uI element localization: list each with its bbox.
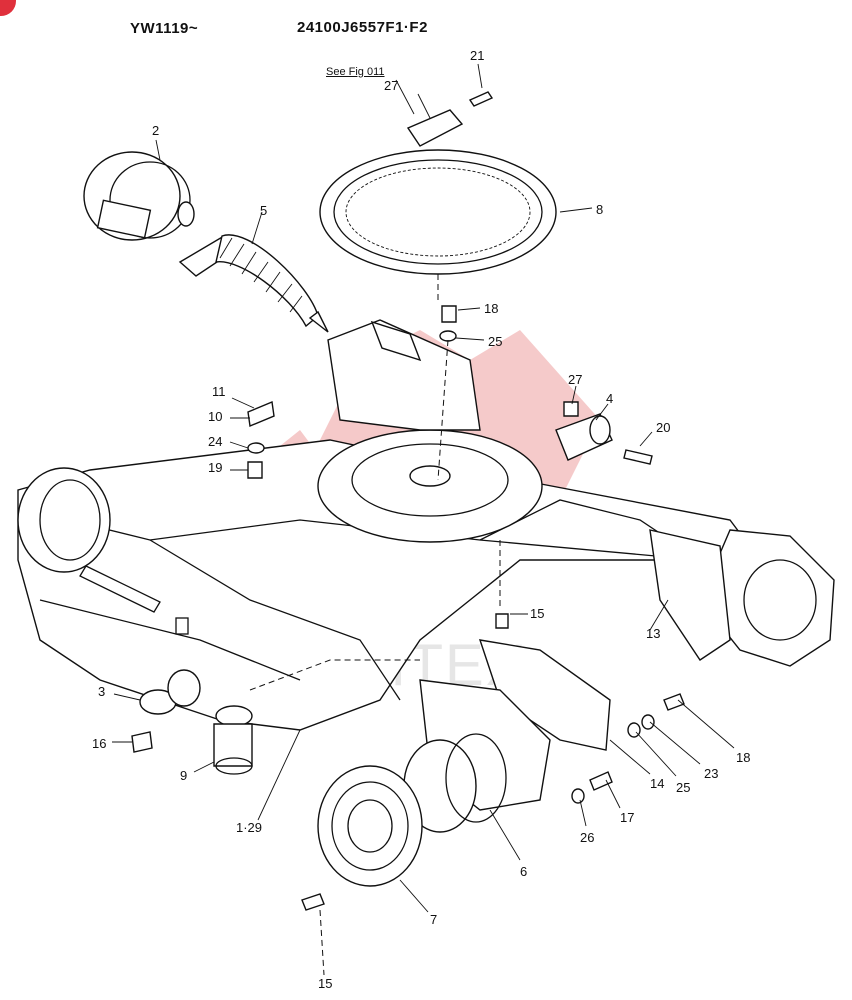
callout-1-29: 1·29 [236, 820, 262, 835]
bolt-21 [468, 91, 494, 107]
motor-guard-13 [649, 529, 731, 661]
callout-21: 21 [470, 48, 484, 63]
clip-10 [247, 401, 275, 427]
front-idler-on-frame [17, 467, 111, 573]
callout-23: 23 [704, 766, 718, 781]
callout-9: 9 [180, 768, 187, 783]
callout-18b: 18 [736, 750, 750, 765]
callout-17: 17 [620, 810, 634, 825]
callout-6: 6 [520, 864, 527, 879]
bolt-18a [441, 305, 457, 323]
cap-plate [406, 109, 464, 147]
callout-8: 8 [596, 202, 603, 217]
callout-4: 4 [606, 391, 613, 406]
callout-24: 24 [208, 434, 222, 449]
callout-20: 20 [656, 420, 670, 435]
callout-3: 3 [98, 684, 105, 699]
callout-labels: 21 27 2 8 5 18 25 27 4 11 10 20 24 19 15… [92, 48, 750, 991]
bolt-18b [663, 693, 685, 711]
upper-guard [327, 319, 481, 431]
bolt-16 [131, 731, 153, 753]
callout-5: 5 [260, 203, 267, 218]
callout-27b: 27 [568, 372, 582, 387]
washer-23 [641, 714, 655, 730]
bolt-15a [495, 613, 509, 629]
sprocket-7 [317, 765, 423, 887]
callout-10: 10 [208, 409, 222, 424]
callout-11: 11 [212, 384, 226, 399]
bolt-20 [623, 449, 653, 465]
hydraulic-part-4 [555, 413, 613, 461]
swing-bearing-ring [319, 149, 557, 275]
callout-7: 7 [430, 912, 437, 927]
recoil-spring [178, 234, 329, 333]
idler-wheel [83, 151, 195, 241]
callout-27a: 27 [384, 78, 398, 93]
washer-24 [247, 442, 265, 454]
callout-15b: 15 [318, 976, 332, 991]
nut-27b [563, 401, 579, 417]
model-code: YW1119~ [130, 20, 199, 37]
assembly-line-center [437, 274, 449, 481]
valve-part-9 [213, 705, 253, 775]
callout-13: 13 [646, 626, 660, 641]
part-code: 24100J6557F1·F2 [297, 19, 428, 36]
washer-26 [571, 788, 585, 804]
figure-reference: See Fig 011 [326, 66, 385, 78]
callout-14: 14 [650, 776, 664, 791]
callout-15a: 15 [530, 606, 544, 621]
travel-reducer-6 [403, 679, 551, 833]
rear-sprocket-on-frame [699, 529, 835, 667]
callout-18a: 18 [484, 301, 498, 316]
callout-26: 26 [580, 830, 594, 845]
swivel-joint-3 [139, 669, 201, 715]
callout-19: 19 [208, 460, 222, 475]
callout-16: 16 [92, 736, 106, 751]
bolt-19 [247, 461, 263, 479]
callout-25b: 25 [676, 780, 690, 795]
callout-25a: 25 [488, 334, 502, 349]
bolt-15b [301, 893, 325, 911]
assembly-line-frame [249, 659, 420, 691]
center-flange [317, 429, 543, 543]
leader-lines [112, 63, 735, 913]
guard-lug [370, 320, 422, 362]
bolt-17 [589, 771, 613, 791]
assembly-line-15b [319, 909, 325, 976]
callout-2: 2 [152, 123, 159, 138]
washer-25a [439, 330, 457, 342]
